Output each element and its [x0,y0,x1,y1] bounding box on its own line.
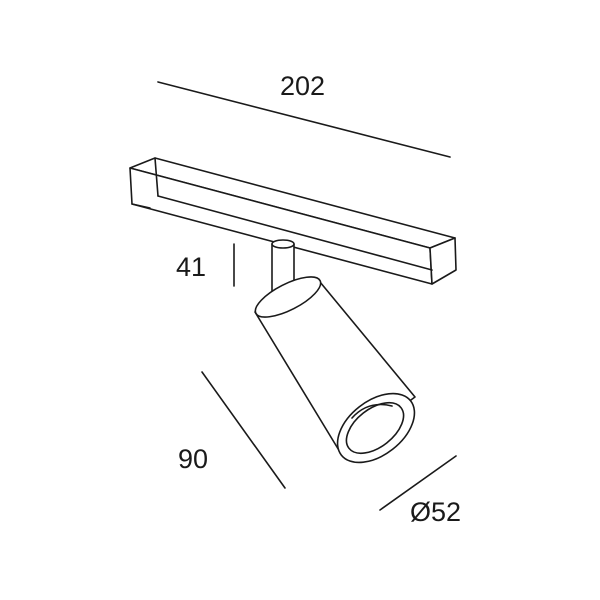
depth-dimension-line [201,371,286,489]
diameter-dimension-line [379,455,457,511]
height-label: 41 [176,252,206,282]
depth-label: 90 [178,444,208,474]
spotlight-head [254,276,416,464]
diameter-label: Ø52 [410,497,461,527]
track-adapter [129,157,457,285]
length-dimension-line [157,81,451,158]
length-label: 202 [280,71,325,101]
